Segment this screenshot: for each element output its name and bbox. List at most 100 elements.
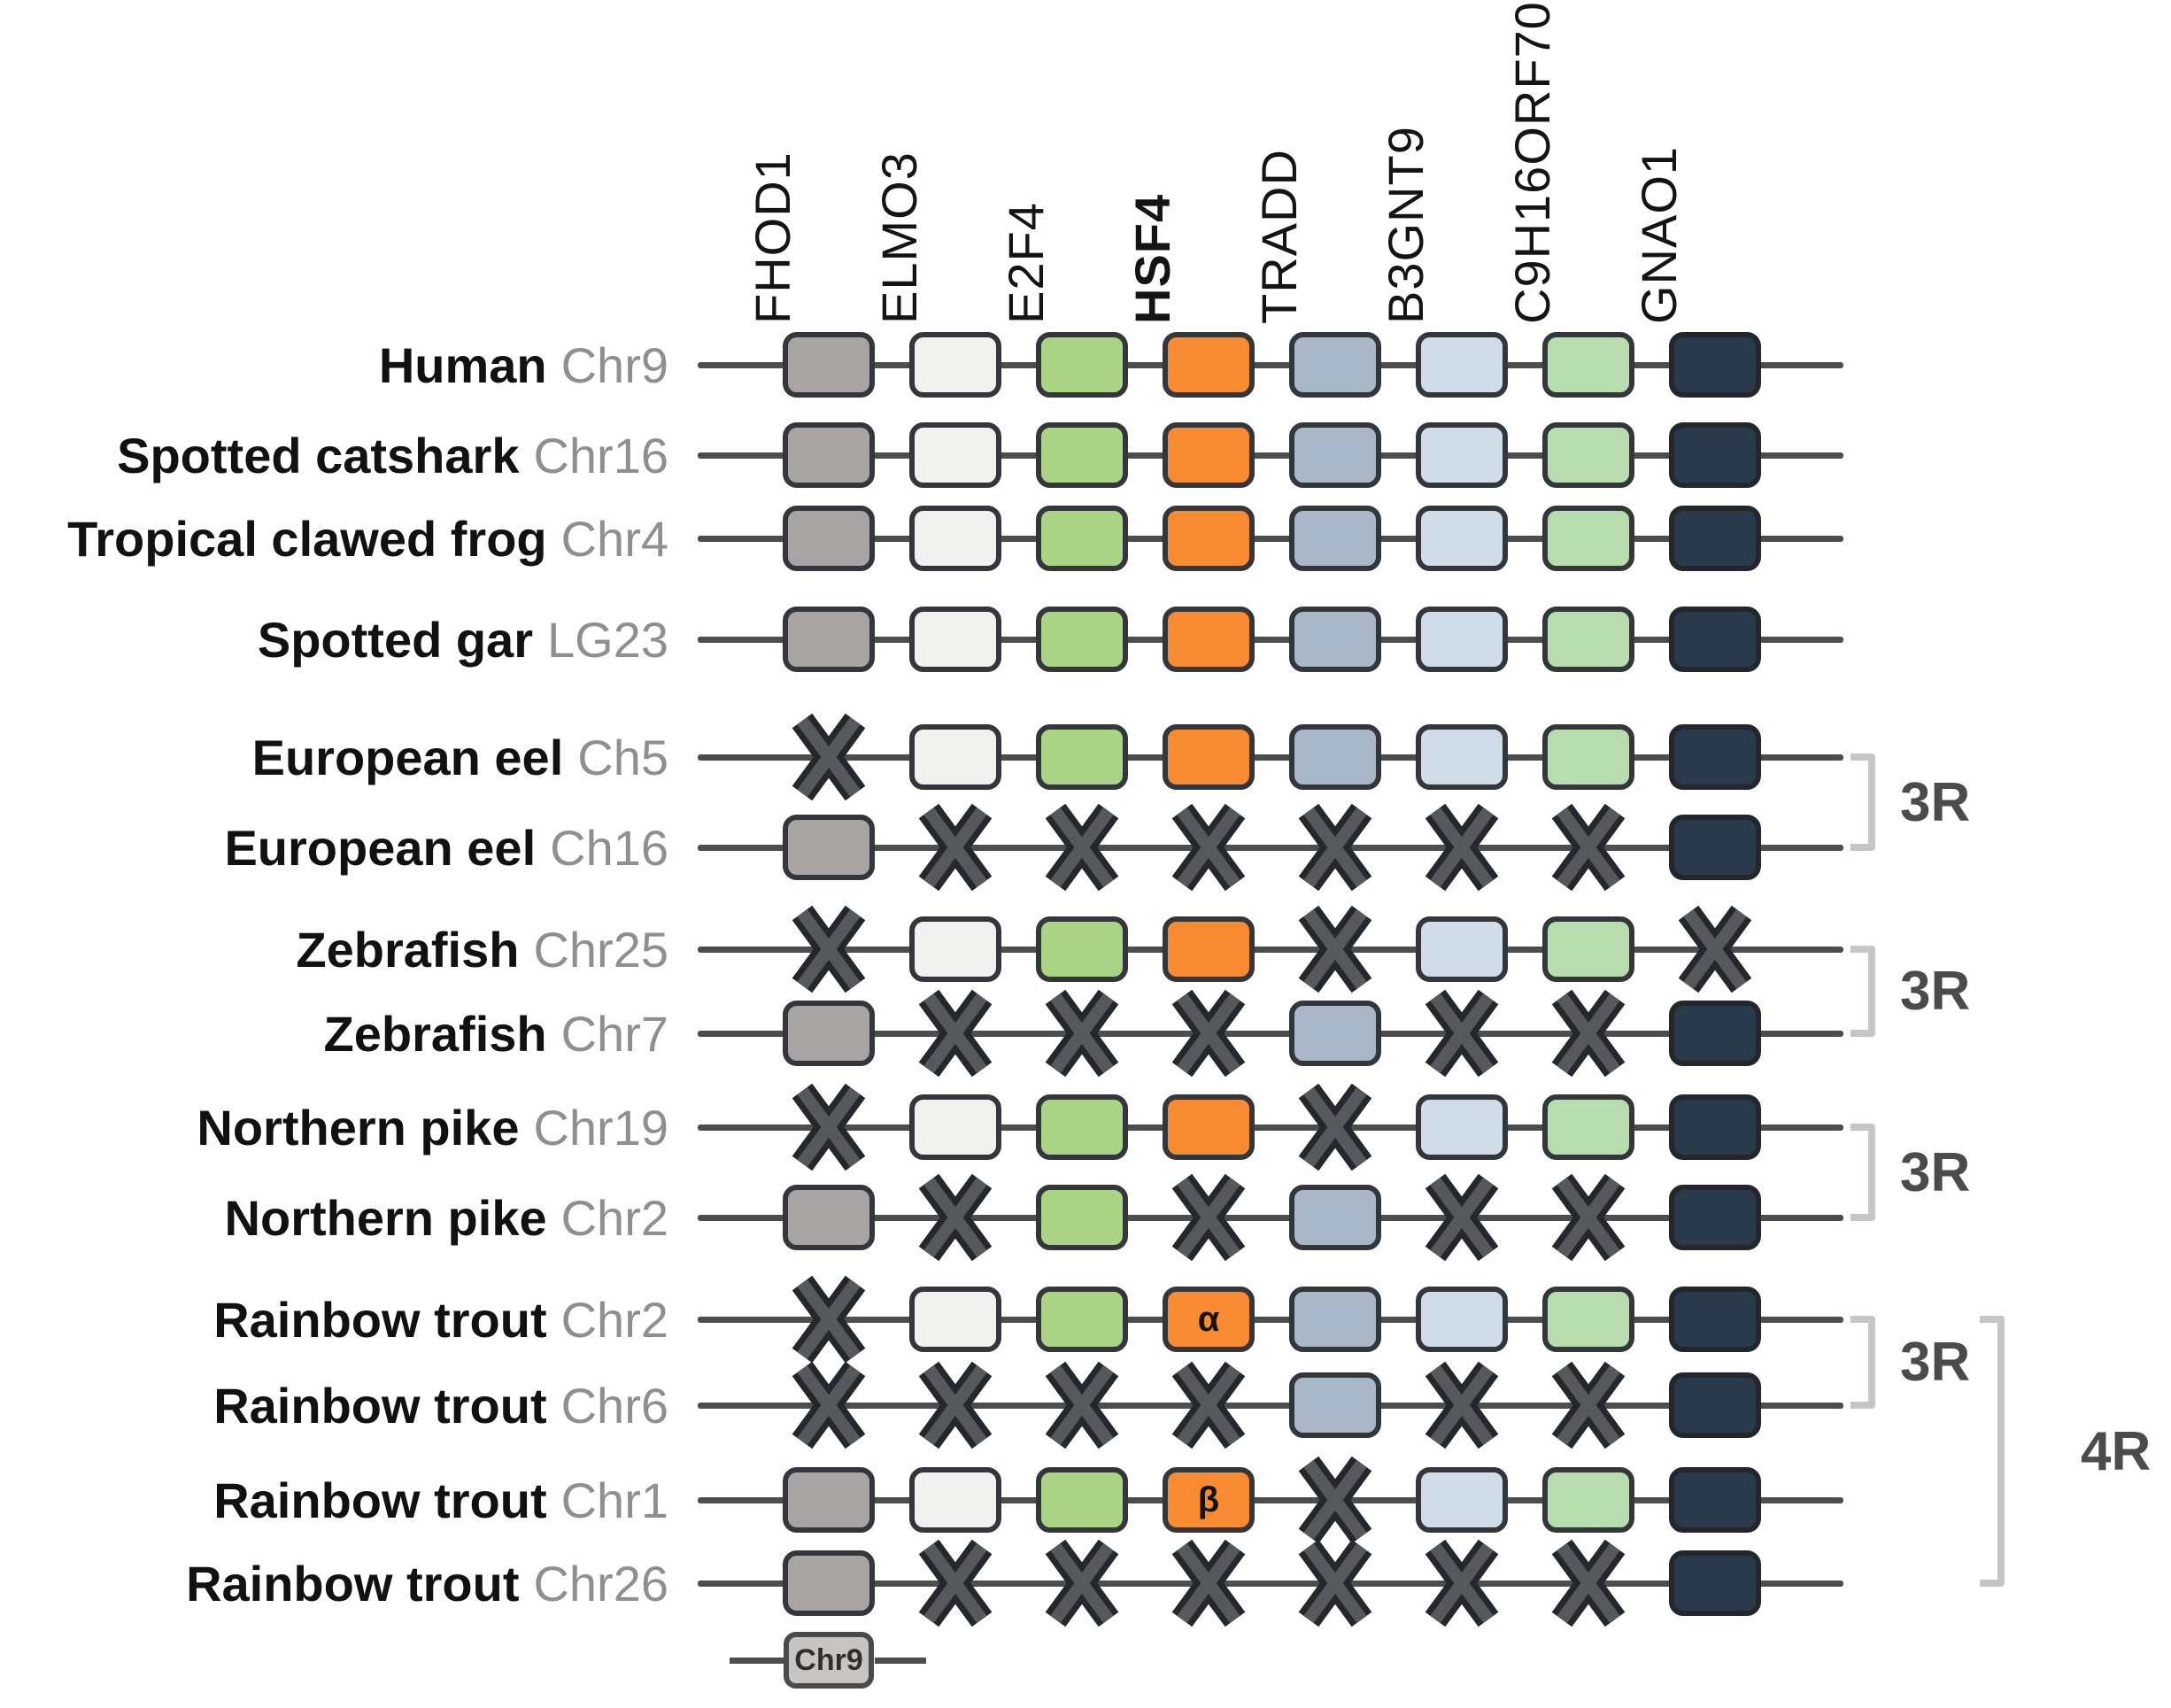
synteny-line (698, 1031, 1843, 1037)
gene-header-elmo3: ELMO3 (871, 151, 927, 324)
gene-box-elmo3 (909, 724, 1001, 790)
bracket-3r (1850, 754, 1875, 851)
gene-box-e2f4 (1036, 607, 1128, 672)
gene-box-gnao1 (1669, 1372, 1761, 1438)
gene-lost-x-icon-c9h16orf70 (1551, 989, 1626, 1078)
gene-header-c9h16orf70: C9H16ORF70 (1504, 1, 1560, 324)
gene-lost-x-icon-e2f4 (1045, 1361, 1119, 1449)
species-name: Spotted gar (257, 611, 533, 668)
chromosome-name: Chr7 (560, 1005, 668, 1062)
gene-lost-x-icon-tradd (1298, 803, 1372, 892)
gene-lost-x-icon-hsf4 (1171, 1361, 1246, 1449)
gene-box-e2f4 (1036, 332, 1128, 398)
synteny-line (698, 1497, 1843, 1503)
gene-box-e2f4 (1036, 1094, 1128, 1160)
synteny-line (698, 637, 1843, 643)
gene-box-b3gnt9 (1416, 607, 1508, 672)
chromosome-name: Chr2 (560, 1291, 668, 1348)
gene-box-fhod1 (783, 506, 875, 571)
synteny-line (698, 845, 1843, 851)
gene-box-elmo3 (909, 422, 1001, 488)
gene-box-c9h16orf70 (1542, 724, 1634, 790)
gene-header-b3gnt9: B3GNT9 (1378, 126, 1433, 324)
gene-box-b3gnt9 (1416, 506, 1508, 571)
gene-box-hsf4 (1163, 332, 1255, 398)
chromosome-name: Chr25 (533, 921, 668, 978)
gene-box-elmo3 (909, 607, 1001, 672)
bracket-label-4r: 4R (2081, 1420, 2152, 1482)
gene-box-hsf4 (1163, 724, 1255, 790)
gene-box-c9h16orf70 (1542, 506, 1634, 571)
gene-lost-x-icon-hsf4 (1171, 989, 1246, 1078)
gene-lost-x-icon-b3gnt9 (1425, 989, 1499, 1078)
gene-box-hsf4 (1163, 916, 1255, 982)
gene-box-hsf4 (1163, 506, 1255, 571)
gene-box-gnao1 (1669, 815, 1761, 880)
chromosome-name: Chr4 (560, 510, 668, 567)
gene-box-b3gnt9 (1416, 916, 1508, 982)
gene-box-gnao1 (1669, 1287, 1761, 1352)
synteny-line (698, 1215, 1843, 1221)
gene-box-hsf4 (1163, 1094, 1255, 1160)
gene-lost-x-icon-c9h16orf70 (1551, 803, 1626, 892)
gene-box-e2f4 (1036, 724, 1128, 790)
gene-box-e2f4 (1036, 1185, 1128, 1250)
gene-box-tradd (1289, 724, 1381, 790)
gene-box-tradd (1289, 422, 1381, 488)
gene-lost-x-icon-hsf4 (1171, 803, 1246, 892)
gene-box-hsf4 (1163, 422, 1255, 488)
gene-lost-x-icon-e2f4 (1045, 803, 1119, 892)
legend-line-left (730, 1658, 784, 1664)
species-name: Rainbow trout (186, 1555, 520, 1611)
gene-box-b3gnt9 (1416, 724, 1508, 790)
gene-lost-x-icon-tradd (1298, 1539, 1372, 1627)
gene-header-gnao1: GNAO1 (1631, 145, 1687, 324)
gene-lost-x-icon-elmo3 (918, 803, 993, 892)
gene-box-c9h16orf70 (1542, 1094, 1634, 1160)
chromosome-name: Chr2 (560, 1189, 668, 1246)
gene-header-fhod1: FHOD1 (745, 151, 800, 324)
gene-box-b3gnt9 (1416, 1287, 1508, 1352)
gene-lost-x-icon-b3gnt9 (1425, 1361, 1499, 1449)
gene-box-gnao1 (1669, 1185, 1761, 1250)
synteny-line (698, 536, 1843, 542)
legend-line-right (875, 1658, 926, 1664)
gene-box-tradd (1289, 1001, 1381, 1066)
gene-header-hsf4: HSF4 (1124, 193, 1180, 324)
gene-box-tradd (1289, 332, 1381, 398)
gene-lost-x-icon-c9h16orf70 (1551, 1539, 1626, 1627)
chromosome-name: Chr6 (560, 1377, 668, 1434)
gene-box-c9h16orf70 (1542, 1287, 1634, 1352)
gene-lost-x-icon-hsf4 (1171, 1539, 1246, 1627)
synteny-line (698, 1317, 1843, 1323)
legend-chromosome-box: Chr9 (784, 1632, 874, 1689)
gene-box-c9h16orf70 (1542, 1467, 1634, 1533)
gene-box-b3gnt9 (1416, 332, 1508, 398)
chromosome-name: LG23 (547, 611, 668, 668)
species-name: Zebrafish (323, 1005, 547, 1062)
gene-box-gnao1 (1669, 1001, 1761, 1066)
gene-lost-x-icon-b3gnt9 (1425, 1539, 1499, 1627)
gene-box-fhod1 (783, 1185, 875, 1250)
gene-box-gnao1 (1669, 1467, 1761, 1533)
species-name: Spotted catshark (117, 427, 520, 483)
gene-box-tradd (1289, 1185, 1381, 1250)
gene-box-e2f4 (1036, 506, 1128, 571)
synteny-line (698, 1124, 1843, 1131)
synteny-line (698, 1403, 1843, 1409)
gene-lost-x-icon-c9h16orf70 (1551, 1361, 1626, 1449)
gene-box-gnao1 (1669, 1094, 1761, 1160)
gene-box-fhod1 (783, 332, 875, 398)
bracket-3r (1850, 1316, 1875, 1409)
synteny-line (698, 362, 1843, 368)
species-name: Northern pike (224, 1189, 547, 1246)
